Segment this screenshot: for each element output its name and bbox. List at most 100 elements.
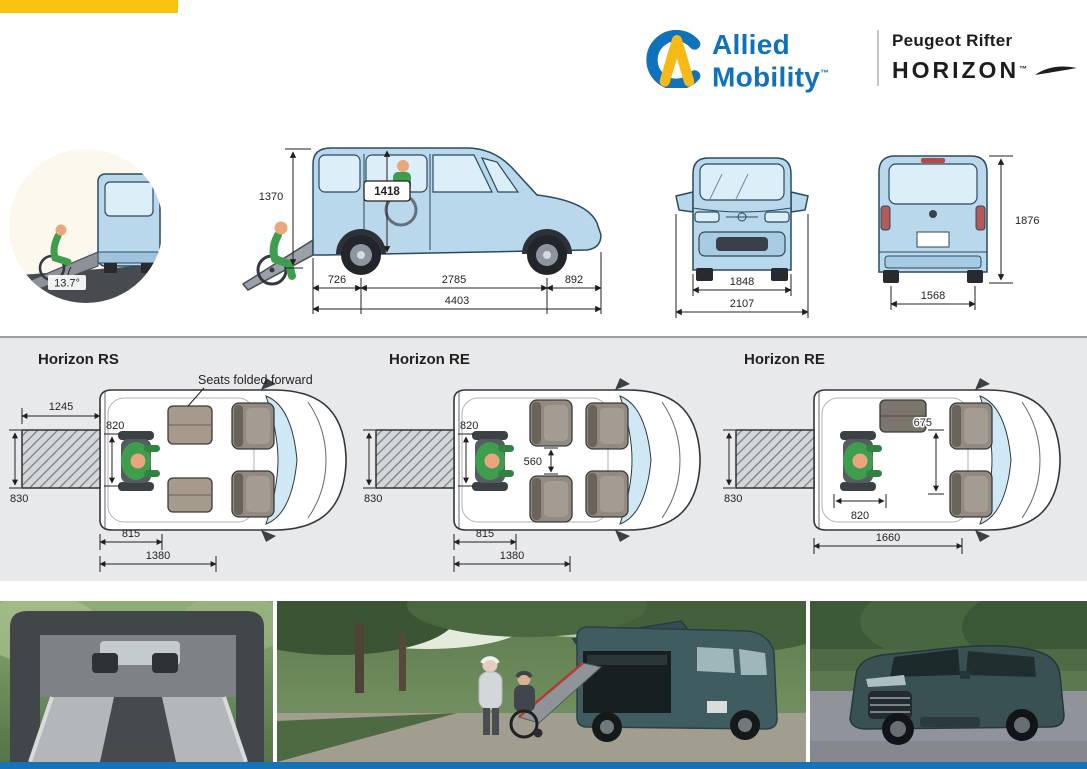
section-divider xyxy=(0,336,1087,338)
svg-text:830: 830 xyxy=(10,493,28,505)
dim-length-a: 815 xyxy=(453,528,517,550)
mirror-top-icon xyxy=(975,378,990,390)
dim-2785-value: 2785 xyxy=(442,274,466,286)
svg-text:820: 820 xyxy=(106,420,124,432)
dim-1370-value: 1370 xyxy=(259,191,283,203)
svg-text:1245: 1245 xyxy=(49,401,73,413)
horizon-swoosh-icon xyxy=(1034,66,1077,75)
carer-figure xyxy=(478,656,503,735)
layout-title-re-1: Horizon RE xyxy=(389,351,470,368)
row2-seat-bottom xyxy=(529,475,573,523)
dim-1418-value: 1418 xyxy=(374,186,400,198)
dim-interior-width: 820 xyxy=(458,420,478,487)
mirror-bottom-icon xyxy=(261,530,276,542)
row2-seat-top xyxy=(529,399,573,447)
dim-floor-length: 1660 xyxy=(813,532,963,554)
top-wheelchair-user xyxy=(118,431,160,491)
svg-text:820: 820 xyxy=(460,420,478,432)
front-seat-passenger xyxy=(949,470,993,518)
svg-text:1660: 1660 xyxy=(876,532,900,544)
mirror-bottom-icon xyxy=(975,530,990,542)
brand-trademark: ™ xyxy=(820,68,830,78)
svg-text:560: 560 xyxy=(524,456,542,468)
accessible-van xyxy=(571,620,778,742)
photo-rear-interior-ramp xyxy=(0,601,273,762)
dim-lengths: 726 2785 892 4403 xyxy=(312,252,602,314)
brand-name-line1: Allied xyxy=(712,29,791,60)
svg-text:830: 830 xyxy=(724,493,742,505)
stowed-seat xyxy=(879,399,927,433)
front-mirror-right xyxy=(790,191,809,213)
dim-door-height: 1370 xyxy=(257,148,311,269)
dim-892-value: 892 xyxy=(565,274,583,286)
allied-mobility-logo-icon xyxy=(646,30,701,88)
dim-ramp-width: 830 xyxy=(9,429,28,505)
svg-text:820: 820 xyxy=(851,510,869,522)
dim-length-b: 1380 xyxy=(99,550,217,572)
dim-726-value: 726 xyxy=(328,274,346,286)
layout-title-re-2: Horizon RE xyxy=(744,351,825,368)
horizon-logo-text: HORIZON xyxy=(892,57,1020,83)
dim-1568-value: 1568 xyxy=(921,290,945,302)
top-ramp xyxy=(21,429,101,489)
allied-mobility-logo: Allied Mobility™ xyxy=(712,31,829,91)
front-mirror-left xyxy=(675,191,694,213)
top-view-horizon-rs: Seats folded forward 1245 820 830 815 13… xyxy=(9,373,347,572)
front-seat-driver xyxy=(585,402,629,450)
front-view-diagram: 1848 2107 xyxy=(675,157,809,318)
mirror-bottom-icon xyxy=(615,530,630,542)
brand-name-line2: Mobility™ xyxy=(712,59,829,91)
ramp-angle-inset-diagram: 13.7° xyxy=(9,149,163,303)
folded-seat-2 xyxy=(167,477,213,513)
brand-name-text: Mobility xyxy=(712,61,821,93)
inset-wheelchair-user xyxy=(38,224,72,282)
rear-view-diagram: 1876 1568 xyxy=(878,155,1039,310)
photo-van-exterior xyxy=(810,601,1087,762)
svg-text:675: 675 xyxy=(914,417,932,429)
dim-length-a: 815 xyxy=(99,528,163,550)
front-seat-driver xyxy=(231,402,275,450)
top-ramp xyxy=(375,429,455,489)
horizon-trademark: ™ xyxy=(1019,64,1028,74)
top-ramp xyxy=(735,429,815,489)
horizon-logo: HORIZON™ xyxy=(892,57,1078,84)
dim-1848-value: 1848 xyxy=(730,276,754,288)
front-seat-driver xyxy=(949,402,993,450)
top-accent-bar xyxy=(0,0,178,13)
dim-between-seats: 675 xyxy=(912,416,944,495)
dim-between-seats: 560 xyxy=(522,447,558,475)
svg-text:815: 815 xyxy=(122,528,140,540)
dim-track-rear: 1568 xyxy=(890,286,976,310)
top-view-horizon-re-2: 830 820 675 1660 xyxy=(723,378,1061,554)
dim-interior-width: 820 xyxy=(104,420,124,487)
front-seat-passenger xyxy=(231,470,275,518)
svg-text:815: 815 xyxy=(476,528,494,540)
dim-interior-height: 1418 xyxy=(363,150,411,253)
vehicle-title-block: Peugeot Rifter HORIZON™ xyxy=(892,31,1078,84)
top-wheelchair-user xyxy=(840,431,882,491)
mirror-top-icon xyxy=(261,378,276,390)
side-view-diagram: 1370 1418 726 2785 892 4403 xyxy=(241,147,602,314)
dim-1876-value: 1876 xyxy=(1015,215,1039,227)
svg-text:1380: 1380 xyxy=(146,550,170,562)
mirror-top-icon xyxy=(615,378,630,390)
top-view-horizon-re-1: 820 560 830 815 1380 xyxy=(363,378,701,572)
side-wheels xyxy=(336,229,572,275)
dim-ramp-length: 1245 xyxy=(21,401,101,424)
footer-accent-bar xyxy=(0,762,1087,769)
dim-widths-front: 1848 2107 xyxy=(675,214,809,318)
dim-2107-value: 2107 xyxy=(730,298,754,310)
front-seat-passenger xyxy=(585,470,629,518)
svg-text:1380: 1380 xyxy=(500,550,524,562)
dim-length-b: 1380 xyxy=(453,550,571,572)
wheelchair-user-figure xyxy=(509,670,543,739)
dim-ramp-width: 830 xyxy=(363,429,382,505)
layout-title-rs: Horizon RS xyxy=(38,351,119,368)
dim-ramp-width: 830 xyxy=(723,429,742,505)
parked-van xyxy=(849,645,1065,745)
vehicle-model: Peugeot Rifter xyxy=(892,31,1013,50)
ramp-angle-value: 13.7° xyxy=(54,278,80,290)
folded-seat-1 xyxy=(167,405,213,445)
top-wheelchair-user xyxy=(472,431,514,491)
